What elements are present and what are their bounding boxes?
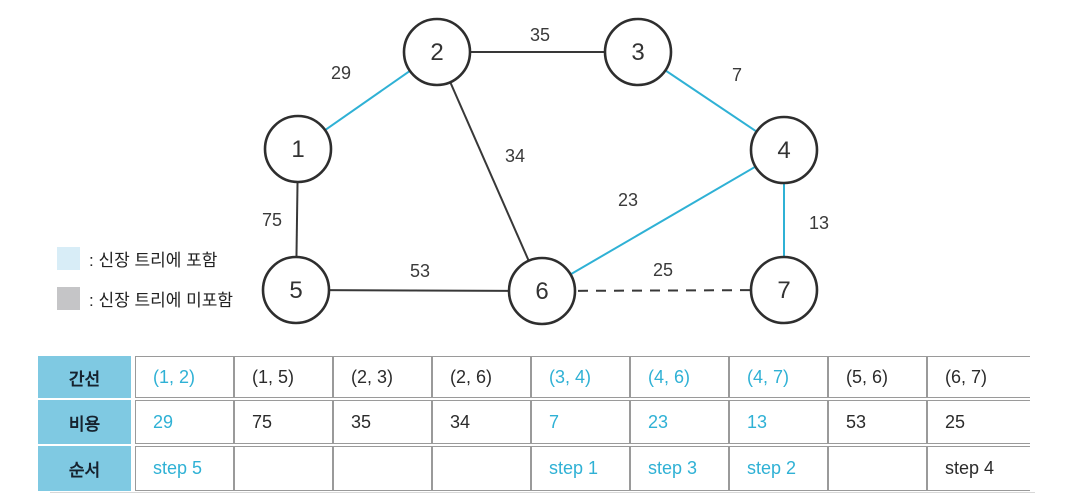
edge-cell: (6, 7) [927, 356, 1030, 398]
node-circle-1 [263, 114, 333, 184]
cost-cell: 23 [630, 400, 729, 444]
step-cell: step 5 [135, 446, 234, 491]
cost-cell: 34 [432, 400, 531, 444]
legend: : 신장 트리에 포함 : 신장 트리에 미포함 [57, 246, 233, 326]
node-circle-4 [749, 115, 819, 185]
edge-label-5-6: 53 [410, 261, 430, 281]
edge-cell: (5, 6) [828, 356, 927, 398]
edge-table: 간선 (1, 2) (1, 5) (2, 3) (2, 6) (3, 4) (4… [38, 354, 1030, 493]
edge-cell: (4, 6) [630, 356, 729, 398]
edge-cell: (2, 6) [432, 356, 531, 398]
edge-label-2-6: 34 [505, 146, 525, 166]
edge-4-6 [541, 149, 785, 292]
cost-cell: 25 [927, 400, 1030, 444]
graph-canvas: 29 75 35 34 7 23 13 53 25 1 2 3 4 5 6 7 [261, 17, 829, 326]
node-label-5: 5 [289, 277, 302, 304]
table-bottom-shadow-line [50, 492, 1035, 493]
step-cell [432, 446, 531, 491]
edge-label-4-7: 13 [809, 213, 829, 233]
edge-label-4-6: 23 [618, 190, 638, 210]
node-circle-7 [749, 255, 819, 325]
cost-cell: 53 [828, 400, 927, 444]
node-circle-6 [507, 256, 577, 326]
cost-cell: 35 [333, 400, 432, 444]
edge-cell: (2, 3) [333, 356, 432, 398]
edge-label-2-3: 35 [530, 25, 550, 45]
cost-cell: 75 [234, 400, 333, 444]
step-cell: step 1 [531, 446, 630, 491]
edge-label-1-5: 75 [262, 210, 282, 230]
edge-cell: (1, 5) [234, 356, 333, 398]
cost-cell: 13 [729, 400, 828, 444]
node-circle-2 [402, 17, 472, 87]
node-label-6: 6 [535, 278, 548, 305]
edge-cell: (4, 7) [729, 356, 828, 398]
node-label-1: 1 [291, 136, 304, 163]
edge-label-6-7: 25 [653, 260, 673, 280]
row-header-edge: 간선 [38, 356, 135, 398]
row-header-step: 순서 [38, 446, 135, 491]
step-cell: step 2 [729, 446, 828, 491]
edge-2-6 [436, 51, 543, 292]
step-cell [234, 446, 333, 491]
node-label-7: 7 [777, 277, 790, 304]
legend-item-included: : 신장 트리에 포함 [57, 246, 233, 270]
edge-label-3-4: 7 [732, 65, 742, 85]
cost-cell: 7 [531, 400, 630, 444]
node-label-3: 3 [631, 39, 644, 66]
node-circle-3 [603, 17, 673, 87]
step-cell [333, 446, 432, 491]
row-header-cost: 비용 [38, 400, 135, 444]
node-label-4: 4 [777, 137, 790, 164]
table-row-step: 순서 step 5 step 1 step 3 step 2 step 4 [38, 446, 1030, 491]
cost-cell: 29 [135, 400, 234, 444]
edge-cell: (1, 2) [135, 356, 234, 398]
legend-item-excluded: : 신장 트리에 미포함 [57, 286, 233, 310]
legend-label-excluded: : 신장 트리에 미포함 [89, 290, 234, 310]
legend-label-included: : 신장 트리에 포함 [89, 250, 218, 270]
edge-6-7 [541, 289, 785, 292]
table-row-cost: 비용 29 75 35 34 7 23 13 53 25 [38, 400, 1030, 444]
legend-swatch-included-icon [57, 246, 80, 270]
legend-swatch-excluded-icon [57, 286, 80, 310]
table-row-edge: 간선 (1, 2) (1, 5) (2, 3) (2, 6) (3, 4) (4… [38, 356, 1030, 398]
node-label-2: 2 [430, 39, 443, 66]
node-circle-5 [261, 255, 331, 325]
edge-cell: (3, 4) [531, 356, 630, 398]
edge-5-6 [295, 289, 543, 292]
edge-label-1-2: 29 [331, 63, 351, 83]
step-cell: step 3 [630, 446, 729, 491]
step-cell: step 4 [927, 446, 1030, 491]
step-cell [828, 446, 927, 491]
